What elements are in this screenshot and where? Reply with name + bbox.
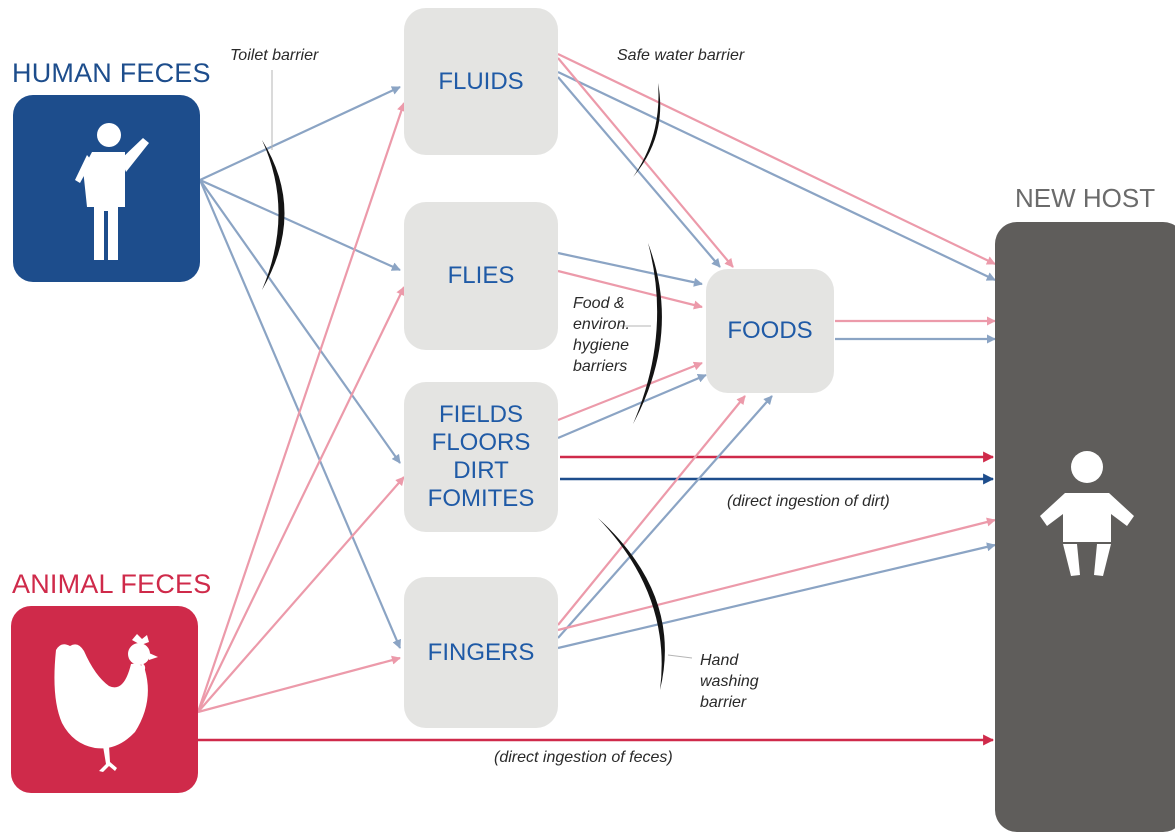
hand-barrier-leader [667,654,693,659]
food-hygiene-line4: barriers [573,358,628,375]
fluids-node: FLUIDS [404,8,558,155]
toilet-barrier-crescent [262,140,285,290]
foods-label: FOODS [727,317,813,344]
arrow-animal-fields [197,476,405,713]
flies-node: FLIES [404,202,558,350]
food-hygiene-line2: environ. [573,316,630,333]
hand-washing-barrier-label: Hand washing barrier [700,650,759,713]
fields-node: FIELDS FLOORS DIRT FOMITES [404,382,558,532]
arrow-flies-foods-pink [557,269,703,310]
direct-dirt-label: (direct ingestion of dirt) [727,493,890,510]
person-icon [75,123,149,260]
arrow-human-fluids [199,86,401,181]
arrow-flies-foods-blue [557,251,703,287]
flies-label: FLIES [447,262,515,289]
new-host-label: NEW HOST [1015,183,1156,213]
fields-label-line1: FIELDS [438,401,524,428]
direct-feces-label: (direct ingestion of feces) [494,749,673,766]
arrow-fluids-host-pink [557,53,996,265]
arrow-human-flies [199,178,401,272]
toilet-barrier-label: Toilet barrier [230,47,319,64]
foods-node: FOODS [706,269,834,393]
new-host-box [995,222,1175,832]
chicken-icon [54,634,158,772]
animal-feces-box [11,606,198,793]
hand-washing-line3: barrier [700,694,747,711]
food-hygiene-line1: Food & [573,295,625,312]
fields-label-line2: FLOORS [431,429,531,456]
safe-water-barrier-crescent [633,83,661,177]
arrow-fluids-foods-blue [557,76,721,268]
arrow-fingers-host-pink [557,517,996,632]
fingers-label: FINGERS [427,638,535,666]
arrow-fingers-foods-blue [557,395,773,639]
hand-washing-line2: washing [700,673,759,690]
arrow-fingers-foods-pink [557,395,746,626]
food-hygiene-barrier-label: Food & environ. hygiene barriers [573,293,630,377]
hand-washing-barrier-crescent [598,518,665,690]
arrow-fields-foods-blue [557,373,707,440]
animal-feces-label: ANIMAL FECES [12,569,212,599]
food-hygiene-line3: hygiene [573,337,630,354]
safe-water-barrier-label: Safe water barrier [617,47,745,64]
arrow-animal-flies [197,286,405,713]
arrow-human-fingers [198,179,402,649]
human-feces-box [13,95,200,282]
fields-label-line3: DIRT [453,457,509,484]
fluids-label: FLUIDS [438,67,524,95]
arrow-fingers-host-blue [557,542,996,650]
arrow-fluids-foods-pink [557,57,734,268]
baby-icon [1040,451,1134,576]
fields-label-line4: FOMITES [427,485,535,512]
arrow-fluids-host-blue [557,71,996,281]
food-hygiene-barrier-crescent [633,243,662,424]
fingers-node: FINGERS [404,577,558,728]
hand-washing-line1: Hand [700,652,739,669]
arrow-fields-foods-pink [557,361,703,422]
human-feces-label: HUMAN FECES [12,58,211,88]
arrow-human-fields [199,179,401,464]
arrow-animal-fluids [196,102,406,713]
arrow-animal-fingers [197,655,401,714]
